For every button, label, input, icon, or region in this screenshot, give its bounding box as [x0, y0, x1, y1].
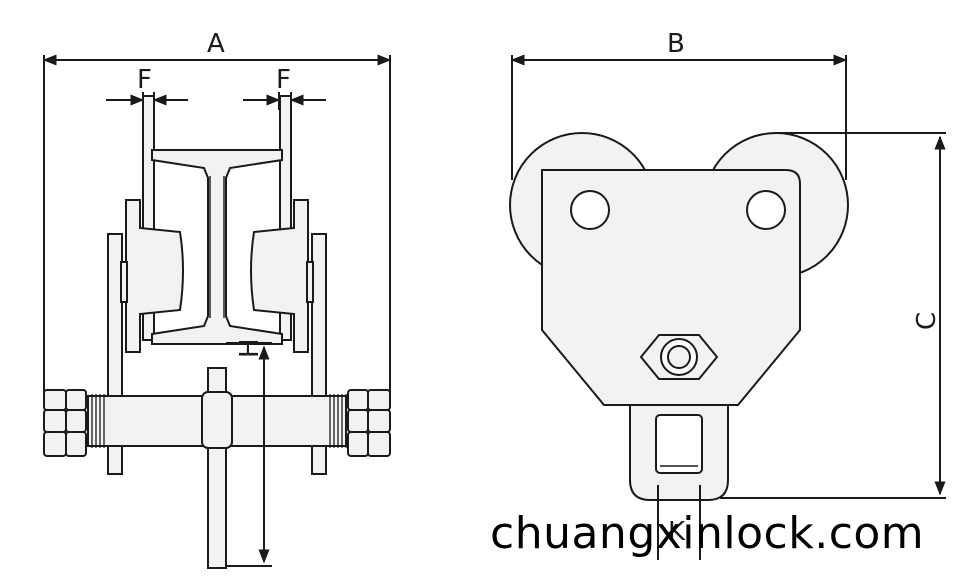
dimension-k-label: K — [668, 517, 686, 547]
hanger-spacer — [201, 391, 233, 449]
left-wheel — [125, 199, 184, 353]
dimension-h-label: H — [235, 338, 265, 358]
dimension-a-label: A — [207, 29, 225, 59]
front-view: A F F — [42, 29, 392, 569]
right-thread — [329, 394, 347, 448]
dimension-b — [510, 54, 848, 180]
hole-right — [746, 190, 786, 230]
dimension-c — [720, 132, 946, 499]
right-nut-stack — [347, 389, 391, 457]
left-thread — [87, 394, 105, 448]
dimension-c-label: C — [912, 312, 942, 330]
dimension-f-right-label: F — [276, 65, 291, 95]
side-view: B C K — [509, 29, 946, 560]
dimension-a — [42, 54, 392, 400]
left-nut-stack — [43, 389, 87, 457]
right-wheel — [250, 199, 309, 353]
dimension-f-left-label: F — [137, 65, 152, 95]
hole-left — [570, 190, 610, 230]
watermark-text: chuangxinlock.com — [490, 508, 925, 559]
dimension-h — [226, 342, 272, 567]
body-plate — [541, 169, 801, 406]
right-side-plate — [279, 95, 292, 341]
dimension-b-label: B — [667, 29, 685, 59]
i-beam — [151, 149, 283, 345]
left-side-plate — [142, 95, 155, 341]
hook-eye — [655, 414, 703, 474]
dimension-k — [657, 485, 701, 560]
